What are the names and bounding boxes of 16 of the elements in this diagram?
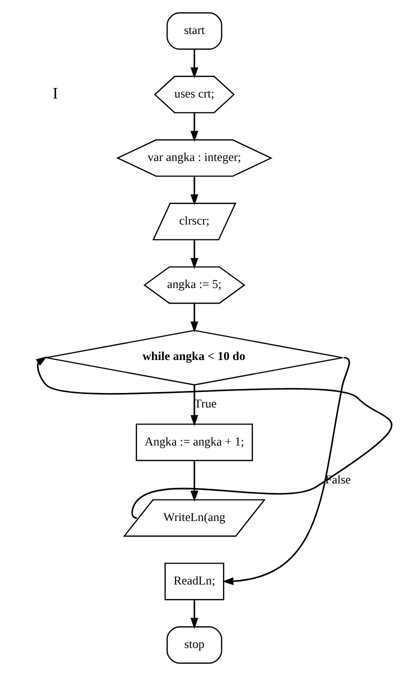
edge-label: True (194, 396, 216, 411)
arrow (190, 240, 198, 270)
arrow (190, 460, 198, 502)
arrow (190, 600, 198, 629)
arrow (190, 304, 198, 333)
node-box: stop (166, 626, 222, 664)
node-box: start (166, 12, 222, 50)
node-box: Angka := angka + 1; (135, 424, 252, 462)
node-diamond: while angka < 10 do (45, 330, 343, 386)
edge-label: False (324, 472, 350, 486)
node-box: ReadLn; (164, 562, 224, 600)
arrow (190, 176, 198, 206)
arrow (190, 113, 198, 142)
arrow (190, 385, 198, 426)
arrow (190, 49, 198, 79)
label: I (52, 85, 58, 102)
